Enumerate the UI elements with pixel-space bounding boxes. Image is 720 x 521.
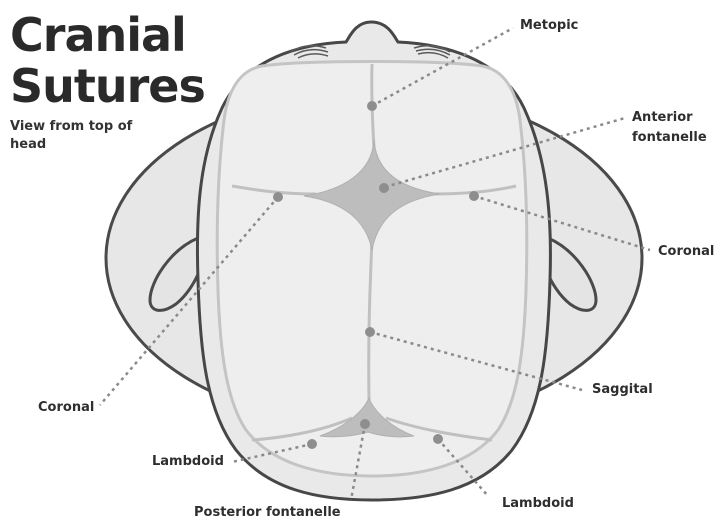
dot-saggital	[365, 327, 375, 337]
dot-posterior-fontanelle	[360, 419, 370, 429]
label-lambdoid-left: Lambdoid	[152, 454, 224, 470]
dot-metopic	[367, 101, 377, 111]
dot-lambdoid-right	[433, 434, 443, 444]
label-lambdoid-right: Lambdoid	[502, 496, 574, 512]
subtitle: View from top of head	[10, 118, 170, 154]
dot-anterior-fontanelle	[379, 183, 389, 193]
label-metopic: Metopic	[520, 18, 578, 34]
title-line-2: Sutures	[10, 63, 205, 109]
dot-coronal-right	[469, 191, 479, 201]
dot-coronal-left	[273, 192, 283, 202]
dot-lambdoid-left	[307, 439, 317, 449]
label-coronal-right: Coronal	[658, 244, 714, 260]
label-anterior-fontanelle: Anterior fontanelle	[632, 108, 712, 148]
label-saggital: Saggital	[592, 382, 653, 398]
label-coronal-left: Coronal	[38, 400, 94, 416]
label-posterior-fontanelle: Posterior fontanelle	[194, 505, 341, 521]
title-line-1: Cranial	[10, 12, 186, 58]
